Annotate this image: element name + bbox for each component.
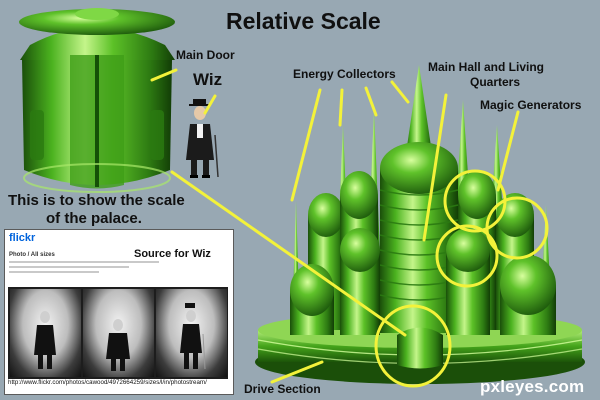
callout-circles — [374, 169, 549, 388]
label-scale-note-line2: of the palace. — [46, 210, 142, 227]
label-scale-note-line1: This is to show the scale — [8, 192, 185, 209]
flickr-page-heading: Photo / All sizes — [9, 252, 55, 258]
label-drive-section: Drive Section — [244, 382, 321, 396]
watermark: pxleyes.com — [480, 377, 585, 396]
label-wiz: Wiz — [193, 70, 223, 89]
wiz-photo-1 — [10, 289, 81, 377]
wiz-photo-3 — [156, 289, 227, 377]
callout-lines — [150, 68, 520, 384]
label-main-hall-line2: Quarters — [470, 75, 521, 89]
wiz-figure — [186, 99, 219, 178]
label-main-hall-line1: Main Hall and Living — [428, 60, 545, 74]
label-main-door: Main Door — [176, 48, 235, 62]
flickr-source-screenshot: flickr Photo / All sizes Source for Wiz … — [4, 229, 234, 395]
flickr-source-url: http://www.flickr.com/photos/cawood/4972… — [8, 379, 207, 386]
diagram-title: Relative Scale — [226, 8, 381, 34]
emerald-palace-model — [255, 65, 585, 384]
label-source-for-wiz: Source for Wiz — [134, 248, 211, 260]
main-door-model — [19, 8, 175, 193]
flickr-text-lines — [9, 261, 159, 276]
label-energy-collectors: Energy Collectors — [293, 67, 396, 81]
label-magic-generators: Magic Generators — [480, 98, 582, 112]
flickr-logo: flickr — [9, 232, 36, 244]
wiz-photo-strip — [8, 287, 228, 379]
wiz-photo-2 — [83, 289, 154, 377]
